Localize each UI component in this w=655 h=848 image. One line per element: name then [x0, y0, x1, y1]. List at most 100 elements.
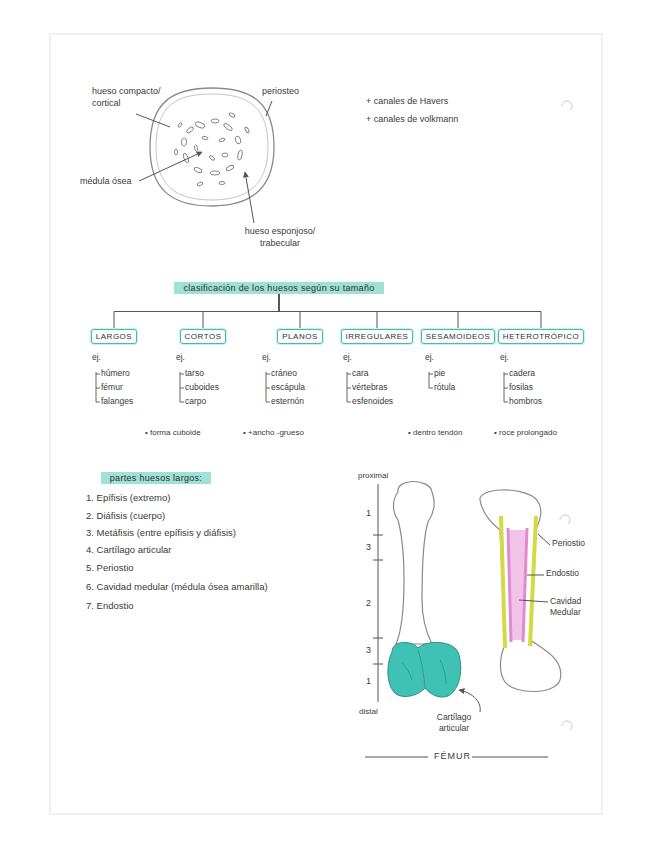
tree-connector — [114, 294, 279, 329]
leader-line — [459, 690, 480, 712]
periosteum — [501, 516, 536, 648]
margin-marks — [562, 101, 572, 110]
example-item: pie — [434, 368, 445, 379]
part-list-item: 5. Periostio — [86, 562, 134, 574]
direction-label: distal — [359, 707, 378, 717]
trabecular-bone — [186, 126, 195, 134]
example-marker: ej. — [176, 352, 185, 363]
part-label: hueso compacto/ cortical — [92, 86, 170, 109]
trabecular-bone — [222, 153, 228, 157]
example-marker: ej. — [343, 352, 352, 363]
node-text: HETEROTRÓPICO — [503, 332, 579, 341]
category-box: LARGOS — [91, 329, 137, 344]
part-label: periosteo — [262, 86, 299, 98]
direction-label: proximal — [358, 471, 388, 481]
example-marker: ej. — [500, 352, 509, 363]
tree-connector — [279, 294, 541, 329]
part-list-item: 4. Cartílago articular — [86, 544, 172, 556]
part-list-item: 1. Epífisis (extremo) — [86, 492, 170, 504]
leader-lines — [139, 152, 202, 181]
list-brackets — [429, 372, 433, 388]
example-item: hombros — [509, 396, 542, 407]
margin-marks — [560, 101, 572, 730]
callout-number: 2 — [366, 598, 371, 610]
trabecular-bone — [237, 150, 243, 161]
example-item: esfenoides — [352, 396, 393, 407]
example-item: falanges — [101, 396, 133, 407]
node-text: SESAMOIDEOS — [426, 332, 491, 341]
callout-number: 1 — [366, 676, 371, 688]
part-label: Periostio — [552, 538, 585, 549]
feature-note: • +ancho -grueso — [243, 428, 304, 438]
femur-ruler — [378, 484, 379, 702]
leader-lines — [519, 534, 550, 602]
leader-lines — [266, 101, 272, 116]
femur-ruler — [373, 535, 383, 664]
list-brackets — [96, 372, 100, 402]
feature-note: • roce prolongado — [494, 428, 557, 438]
category-box: SESAMOIDEOS — [421, 329, 496, 344]
figure-title: FÉMUR — [434, 751, 471, 763]
cartilage-detail — [402, 650, 446, 688]
femur-drawing — [388, 482, 480, 713]
leader-lines — [538, 534, 550, 545]
example-item: cara — [352, 368, 369, 379]
trabecular-bone — [219, 182, 225, 185]
part-list-item: 7. Endostio — [86, 600, 134, 612]
category-box: PLANOS — [277, 329, 322, 344]
trabecular-bone — [244, 127, 250, 134]
trabecular-bone — [226, 164, 235, 171]
trabecular-bone — [210, 171, 220, 175]
part-label: médula ósea — [80, 176, 132, 188]
leader-lines — [136, 101, 272, 223]
part-label: Endostio — [546, 568, 579, 579]
category-box: HETEROTRÓPICO — [498, 329, 584, 344]
part-list-item: 2. Diáfisis (cuerpo) — [86, 510, 165, 522]
compact-bone-outline — [156, 94, 268, 200]
trabecular-bone — [194, 121, 205, 129]
trabecular-bone — [197, 182, 204, 187]
bone-cross-section — [136, 88, 274, 223]
example-marker: ej. — [262, 352, 271, 363]
example-item: cuboides — [185, 382, 219, 393]
node-text: IRREGULARES — [346, 332, 409, 341]
example-item: vértebras — [352, 382, 387, 393]
leader-lines — [136, 114, 170, 127]
list-brackets — [180, 372, 184, 402]
node-text: CORTOS — [185, 332, 222, 341]
example-item: fosilas — [509, 382, 533, 393]
note-text: + canales de volkmann — [366, 114, 458, 126]
node-text: clasificación de los huesos según su tam… — [183, 283, 374, 293]
trabecular-bone — [229, 112, 236, 118]
example-item: tarso — [185, 368, 204, 379]
section-heading-band: partes huesos largos: — [101, 472, 211, 484]
trabecular-bone — [194, 145, 198, 151]
feature-note: • forma cuboide — [145, 428, 201, 438]
periosteum-outline — [150, 88, 274, 206]
note-text: + canales de Havers — [366, 96, 448, 108]
trabecular-bone — [202, 136, 209, 140]
example-item: fémur — [101, 382, 123, 393]
callout-number: 3 — [366, 542, 371, 554]
trabecular-bone — [175, 112, 250, 186]
part-label: Cartílago articular — [424, 712, 484, 734]
femur-ruler — [373, 484, 383, 702]
articular-cartilage — [388, 642, 461, 697]
callout-number: 3 — [366, 645, 371, 657]
list-brackets — [266, 372, 270, 402]
trabecular-bone — [181, 138, 187, 146]
trabecular-bone — [219, 138, 226, 143]
example-marker: ej. — [92, 352, 101, 363]
paper-sheet — [50, 34, 602, 814]
femur-section-drawing — [480, 490, 561, 692]
leader-lines — [245, 172, 254, 223]
trabecular-bone — [234, 135, 241, 144]
trabecular-bone — [194, 166, 203, 173]
margin-marks — [560, 515, 570, 524]
endosteum — [508, 528, 527, 642]
trabecular-bone — [209, 155, 216, 161]
category-box: CORTOS — [180, 329, 227, 344]
part-list-item: 3. Metáfisis (entre epífisis y diáfisis) — [86, 527, 236, 539]
part-list-item: 6. Cavidad medular (médula ósea amarilla… — [86, 581, 268, 593]
